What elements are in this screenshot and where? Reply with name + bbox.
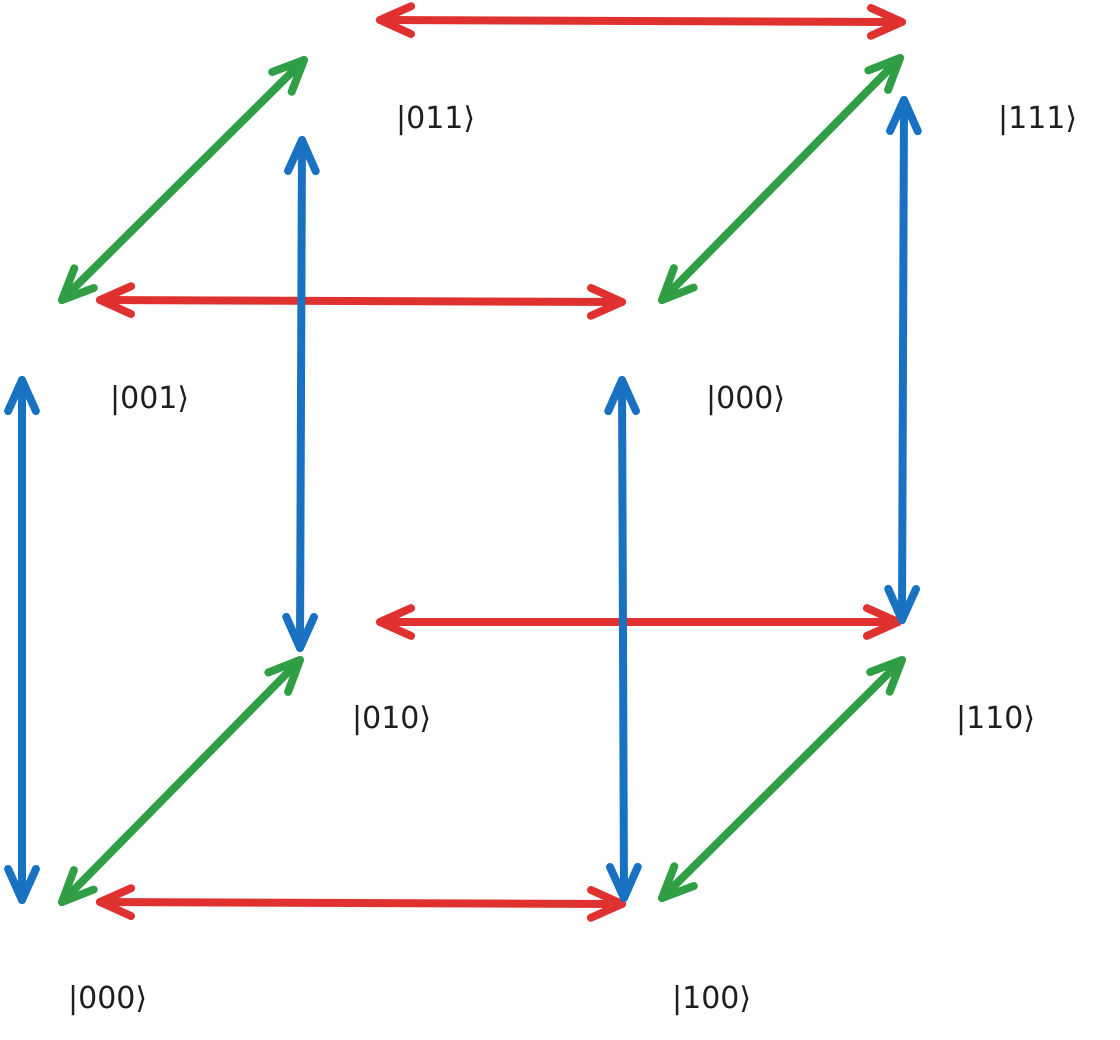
arrow-head-start	[284, 136, 320, 176]
label-front-bottom-left: |000⟩	[68, 981, 147, 1016]
arrow-shaft	[898, 96, 908, 624]
arrow-shaft	[96, 296, 626, 306]
arrow-head-start	[4, 376, 40, 416]
arrow-bottom-left-diagonal	[58, 656, 304, 906]
edge-back-bottom	[340, 658, 942, 660]
arrow-shaft	[96, 898, 626, 908]
vertex-labels: |011⟩ |111⟩ |001⟩ |000⟩ |010⟩ |110⟩ |000…	[68, 101, 1077, 1016]
arrow-head-end	[586, 284, 626, 320]
label-front-bottom-right: |100⟩	[672, 981, 751, 1016]
arrow-back-right-vertical	[884, 96, 922, 624]
arrow-shaft	[618, 376, 628, 902]
arrow-head-start	[376, 2, 416, 38]
arrow-head-end	[884, 584, 920, 624]
arrow-top-right-diagonal	[658, 54, 904, 304]
arrow-head-end	[866, 4, 906, 40]
arrow-shaft	[376, 16, 906, 26]
arrow-left-outer-vertical	[4, 376, 40, 904]
arrow-head-start	[658, 862, 698, 902]
edge-back-top	[338, 58, 940, 62]
arrow-head-end	[4, 864, 40, 904]
arrow-head-end	[606, 862, 642, 902]
arrow-shaft	[658, 54, 904, 304]
arrow-top-back	[376, 2, 906, 40]
label-front-top-right: |000⟩	[706, 381, 785, 416]
edge-back-right	[938, 60, 941, 660]
edge-back-left	[339, 62, 340, 662]
edge-bottom-right	[664, 660, 942, 940]
edge-back-left-double	[345, 64, 346, 658]
arrow-head-start	[376, 604, 416, 640]
arrow-head-start	[604, 376, 640, 416]
arrow-head-start	[58, 264, 98, 304]
cube-edges	[54, 58, 948, 942]
label-back-bottom-right: |110⟩	[956, 701, 1035, 736]
arrow-shaft	[658, 656, 906, 902]
label-back-top-left: |011⟩	[396, 101, 475, 136]
edge-bottom-right-double	[660, 662, 936, 932]
arrow-head-end	[862, 604, 902, 640]
arrow-head-end	[264, 656, 304, 696]
arrow-top-left-diagonal	[58, 56, 308, 304]
arrow-head-start	[58, 866, 98, 906]
arrow-head-end	[864, 54, 904, 94]
arrow-head-start	[96, 282, 136, 318]
edge-front-bottom	[58, 935, 664, 942]
arrow-bottom-front	[96, 884, 626, 922]
edge-front-left	[54, 338, 58, 942]
arrow-head-end	[268, 56, 308, 96]
arrow-front-right-vertical	[604, 376, 642, 902]
arrow-head-end	[282, 612, 318, 652]
arrow-bottom-back	[376, 604, 902, 640]
label-back-bottom-left: |010⟩	[352, 701, 431, 736]
edge-front-right-double	[665, 344, 668, 936]
label-front-top-left: |001⟩	[110, 381, 189, 416]
edge-front-top	[56, 337, 662, 340]
arrow-head-start	[658, 264, 698, 304]
arrow-bottom-right-diagonal	[658, 656, 906, 902]
arrow-shaft	[58, 56, 308, 304]
arrow-top-front	[96, 282, 626, 320]
arrow-head-start	[96, 884, 136, 920]
arrows	[4, 2, 922, 922]
edge-front-right	[660, 340, 665, 942]
arrow-head-end	[866, 656, 906, 696]
arrow-head-start	[886, 96, 922, 136]
arrow-shaft	[296, 136, 306, 652]
arrow-head-end	[586, 886, 626, 922]
label-back-top-right: |111⟩	[998, 101, 1077, 136]
arrow-left-inner-vertical	[282, 136, 320, 652]
arrow-shaft	[58, 656, 304, 906]
